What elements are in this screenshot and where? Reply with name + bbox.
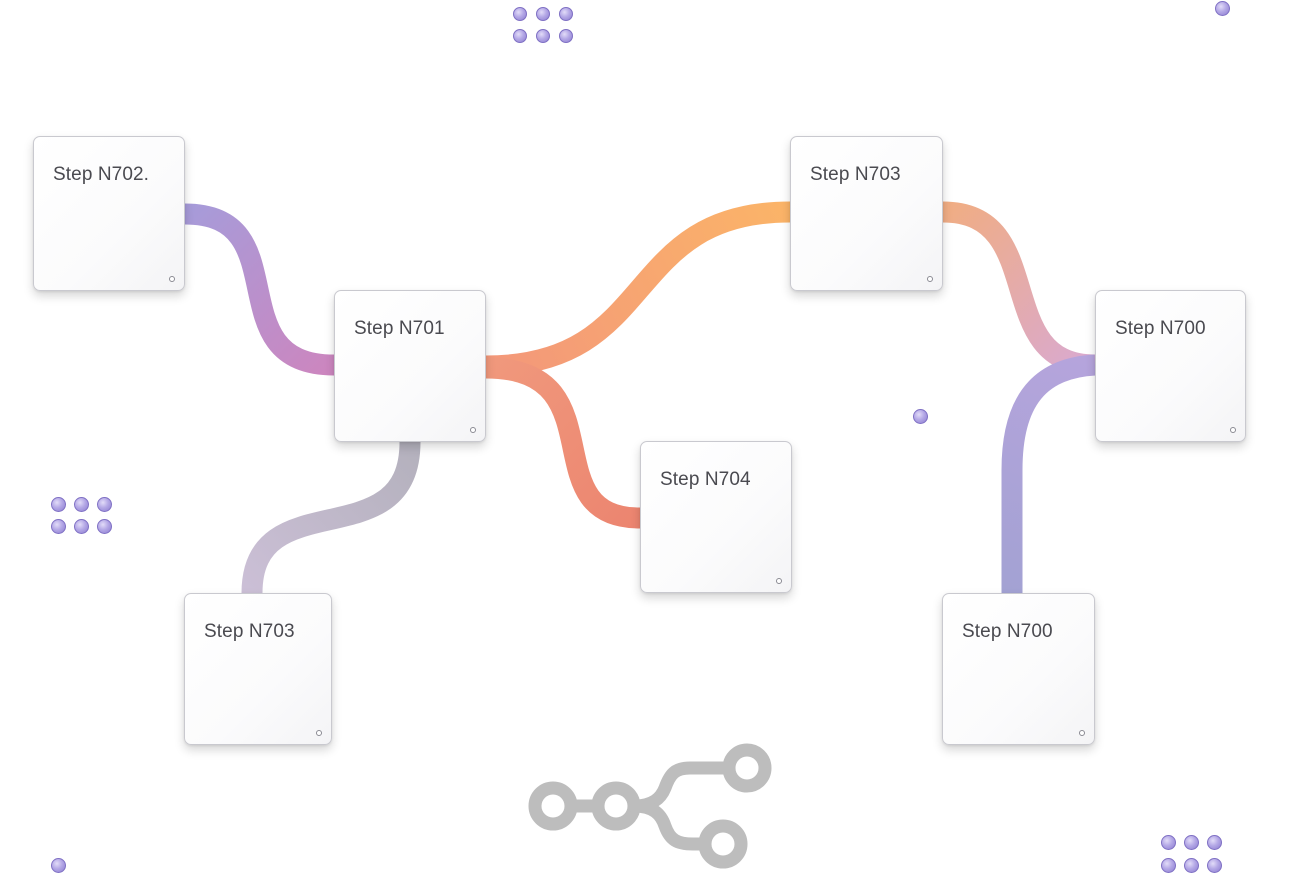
edge-n701-to-n703a [485, 201, 791, 377]
dot-icon [536, 7, 550, 21]
node-label: Step N704 [660, 469, 751, 490]
edge-n701-to-n703b [241, 441, 421, 594]
edge-n702-to-n701 [184, 203, 335, 376]
node-port-icon[interactable] [316, 730, 322, 736]
node-label: Step N703 [810, 164, 901, 185]
node-port-icon[interactable] [169, 276, 175, 282]
node-port-icon[interactable] [1230, 427, 1236, 433]
dot-icon [51, 519, 66, 534]
node-n701[interactable]: Step N701 [334, 290, 486, 442]
node-label: Step N703 [204, 621, 295, 642]
dot-icon [913, 409, 928, 424]
edge-n701-to-n704 [485, 357, 641, 529]
dot-icon [51, 497, 66, 512]
dot-icon [1184, 835, 1199, 850]
dot-icon [1207, 858, 1222, 873]
dot-icon [559, 7, 573, 21]
node-label: Step N701 [354, 318, 445, 339]
dot-icon [1161, 835, 1176, 850]
workflow-branch-icon [528, 743, 772, 869]
dot-icon [97, 519, 112, 534]
dot-icon [97, 497, 112, 512]
dot-icon [74, 519, 89, 534]
edge-n703a-to-n700a [942, 201, 1096, 376]
dot-icon [1207, 835, 1222, 850]
node-port-icon[interactable] [470, 427, 476, 433]
node-n700-bottom[interactable]: Step N700 [942, 593, 1095, 745]
dot-icon [51, 858, 66, 873]
node-label: Step N700 [1115, 318, 1206, 339]
dot-icon [513, 7, 527, 21]
node-label: Step N700 [962, 621, 1053, 642]
node-port-icon[interactable] [927, 276, 933, 282]
node-n702[interactable]: Step N702. [33, 136, 185, 291]
node-n704[interactable]: Step N704 [640, 441, 792, 593]
node-port-icon[interactable] [776, 578, 782, 584]
edge-n700b-to-n700a [1001, 354, 1096, 593]
node-n703-top[interactable]: Step N703 [790, 136, 943, 291]
dot-icon [536, 29, 550, 43]
dot-icon [1215, 1, 1230, 16]
node-label: Step N702. [53, 164, 150, 185]
dot-icon [1161, 858, 1176, 873]
dot-icon [559, 29, 573, 43]
dot-icon [74, 497, 89, 512]
dot-icon [1184, 858, 1199, 873]
dot-icon [513, 29, 527, 43]
node-port-icon[interactable] [1079, 730, 1085, 736]
node-n700-right[interactable]: Step N700 [1095, 290, 1246, 442]
node-n703-bottom[interactable]: Step N703 [184, 593, 332, 745]
